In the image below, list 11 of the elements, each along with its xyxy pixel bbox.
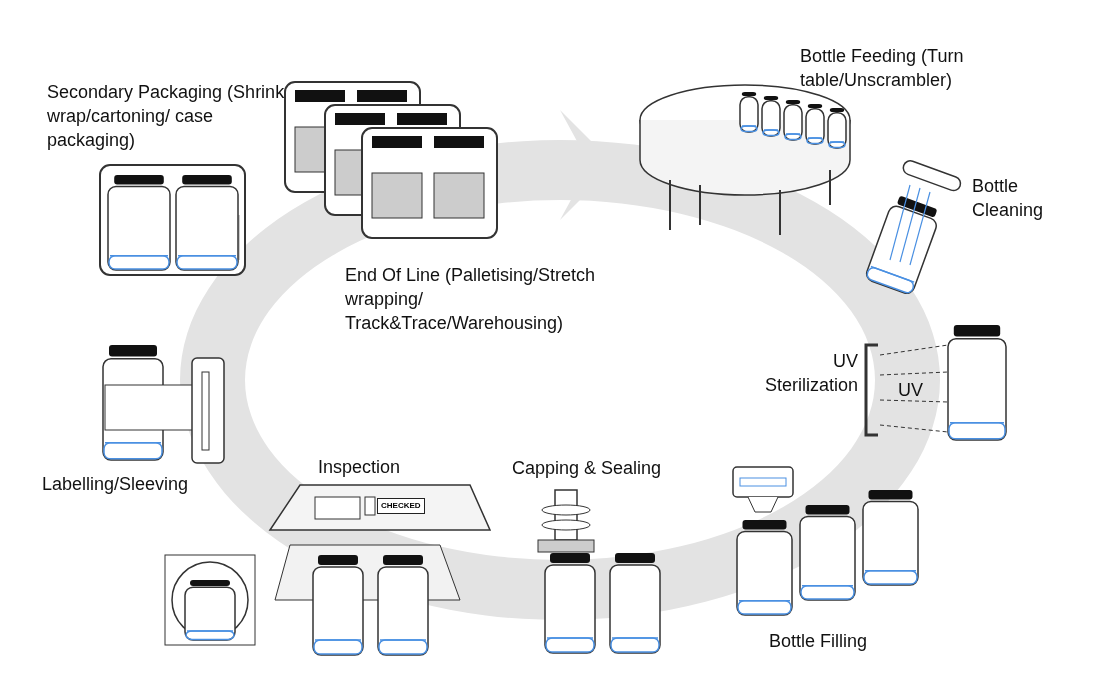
stage-label: Labelling/Sleeving <box>42 473 190 496</box>
stage-label: Secondary Packaging (Shrink wrap/cartoning/ case packaging) <box>47 81 286 152</box>
stage-label: UV Sterilization <box>763 350 858 397</box>
stage-label: UV <box>898 379 924 402</box>
stage-label: Bottle Cleaning <box>972 175 1045 222</box>
stage-label: Inspection <box>318 456 402 479</box>
stage-label: Bottle Feeding (Turn table/Unscrambler) <box>800 45 965 92</box>
stage-label: Capping & Sealing <box>512 457 663 480</box>
stage-label: Bottle Filling <box>769 630 869 653</box>
stage-label: End Of Line (Palletising/Stretch wrapping/ Track&Trace/Warehousing) <box>345 264 597 335</box>
status-text: CHECKED <box>377 498 425 514</box>
